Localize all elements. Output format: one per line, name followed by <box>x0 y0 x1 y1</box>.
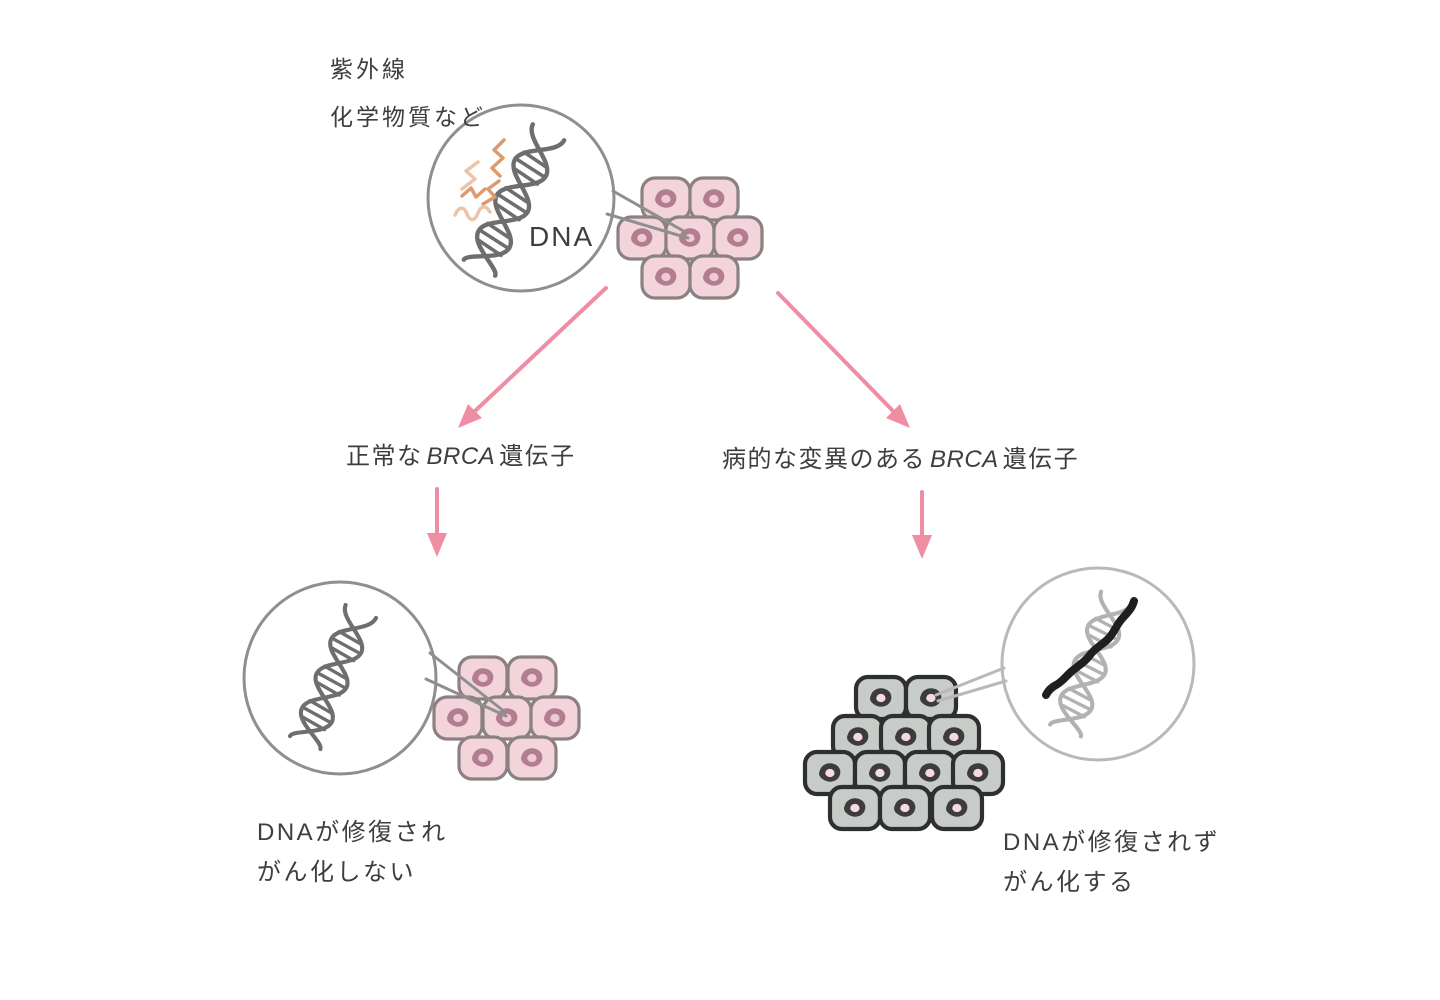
cell <box>506 655 558 701</box>
arrow-down-right <box>912 490 932 559</box>
normal-outcome-line1: DNAが修復され <box>257 819 448 846</box>
arrow-down-left <box>427 487 447 557</box>
cell <box>830 787 880 829</box>
cell <box>932 787 982 829</box>
damage-squiggles-icon <box>453 138 506 222</box>
normal-gene-label-post: 遺伝子 <box>499 443 576 470</box>
cancer-cell-cluster <box>805 677 1003 829</box>
normal-outcome-scene <box>242 580 581 781</box>
cell <box>432 695 484 741</box>
cause-label-line2: 化学物質など <box>330 104 486 130</box>
cell <box>640 254 692 300</box>
magnifier-circle-right <box>1000 566 1196 762</box>
normal-gene-label-pre: 正常な <box>346 443 423 470</box>
cell <box>457 655 509 701</box>
cell <box>688 254 740 300</box>
mutated-gene-label-name: BRCA <box>930 446 999 473</box>
cell <box>688 176 740 222</box>
cause-label-line1: 紫外線 <box>330 56 408 82</box>
magnifier-circle-left <box>242 580 438 776</box>
magnifier-pointer-top <box>605 189 690 240</box>
mutated-gene-label-pre: 病的な変異のある <box>722 446 926 473</box>
cell <box>506 735 558 781</box>
cell <box>856 677 906 719</box>
magnifier-pointer-left <box>424 651 508 718</box>
cell <box>529 695 581 741</box>
cell <box>664 215 716 261</box>
cancer-outcome-line2: がん化する <box>1003 869 1136 896</box>
normal-outcome-line2: がん化しない <box>257 859 416 886</box>
dna-label: DNA <box>529 221 595 252</box>
cell <box>640 176 692 222</box>
normal-gene-label-name: BRCA <box>426 443 496 470</box>
cell <box>712 215 764 261</box>
cell <box>880 787 930 829</box>
cell <box>481 695 533 741</box>
healthy-cell-cluster-top <box>616 176 764 300</box>
arrow-to-normal-branch <box>458 286 608 428</box>
mutation-mark-icon <box>1042 597 1138 699</box>
cancer-outcome-scene <box>805 566 1196 829</box>
top-scene <box>426 103 764 300</box>
healthy-cell-cluster-left <box>432 655 581 781</box>
cancer-outcome-line1: DNAが修復されず <box>1003 829 1221 856</box>
cell <box>457 735 509 781</box>
magnifier-pointer-right <box>934 666 1008 703</box>
arrow-to-mutated-branch <box>776 291 910 428</box>
mutated-gene-label-post: 遺伝子 <box>1002 446 1080 473</box>
